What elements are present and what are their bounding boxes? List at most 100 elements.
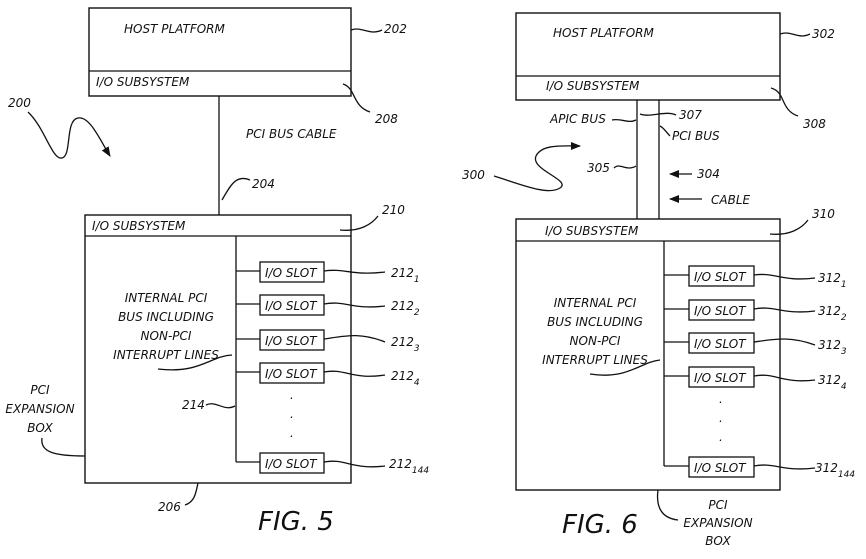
fig5-slot-label: I/O SLOT	[265, 367, 318, 381]
fig6-slot-label: I/O SLOT	[694, 461, 747, 475]
fig6-slot-label: I/O SLOT	[694, 270, 747, 284]
fig6-slot-3: I/O SLOT 3123	[664, 332, 847, 357]
fig5-slot-box	[259, 294, 325, 316]
fig6-expansion-io-ref: 310	[812, 207, 835, 221]
fig5-host-io-label: I/O SUBSYSTEM	[96, 75, 190, 89]
fig5-slot-ref: 212144	[389, 457, 429, 476]
fig5-host-platform-label: HOST PLATFORM	[124, 22, 226, 36]
fig6-internal-bus-line1: INTERNAL PCI	[554, 296, 637, 310]
fig5-ellipsis-dot: .	[290, 407, 294, 421]
fig6-slot-box	[688, 456, 755, 478]
fig5-expansion-box-ref: 206	[158, 500, 181, 514]
fig6-slot-ref: 3121	[818, 271, 847, 290]
fig6-cable-ref: 304	[697, 167, 720, 181]
fig6-slot-label: I/O SLOT	[694, 371, 747, 385]
fig5-slot-label: I/O SLOT	[265, 299, 318, 313]
fig6-ellipsis-dot: .	[719, 411, 723, 425]
fig5-internal-bus-ref-leader	[205, 403, 236, 409]
fig6-slot-box	[688, 366, 755, 388]
fig6-expansion-box-line1: PCI	[708, 498, 728, 512]
fig5-slot-label: I/O SLOT	[265, 457, 318, 471]
fig5-ellipsis-dot: .	[290, 426, 294, 440]
fig6-host-leader	[779, 32, 811, 37]
fig5-diagram-arrow	[27, 111, 111, 159]
fig6-expansion-io-leader	[769, 219, 809, 235]
fig6-apic-bus-ref: 307	[679, 108, 702, 122]
fig5-expansion-box-line3: BOX	[27, 421, 53, 435]
fig5-slot-box	[259, 261, 325, 283]
fig5-internal-bus-line3: NON-PCI	[141, 329, 192, 343]
fig6-internal-bus-leader	[589, 359, 661, 376]
fig6-apic-bus-leader	[611, 118, 637, 123]
fig5-internal-bus-ref: 214	[182, 398, 205, 412]
fig5-diagram-ref: 200	[8, 96, 31, 110]
fig5-slot-ref: 2123	[391, 335, 420, 354]
fig6-pci-bus-leader	[659, 125, 671, 137]
fig6-expansion-box-leader	[656, 489, 679, 521]
fig6-expansion-box-line3: BOX	[705, 534, 731, 548]
fig6-slot-box	[688, 299, 755, 321]
fig5-bus-cable-label: PCI BUS CABLE	[246, 127, 337, 141]
fig6-slot-ref: 3122	[818, 304, 847, 323]
fig5-slot-ref: 2124	[391, 369, 420, 388]
fig6-expansion-box-line2: EXPANSION	[683, 516, 752, 530]
fig6-expansion-box	[515, 218, 781, 491]
fig6-slot-box	[688, 265, 755, 287]
fig5-expansion-box-ref-leader	[184, 482, 199, 506]
fig5-expansion-io-label: I/O SUBSYSTEM	[92, 219, 186, 233]
fig6-internal-bus-line3: NON-PCI	[570, 334, 621, 348]
fig6-internal-bus-line2: BUS INCLUDING	[547, 315, 643, 329]
fig5-internal-bus-line2: BUS INCLUDING	[118, 310, 214, 324]
fig5-slot-4: I/O SLOT 2124	[236, 362, 420, 388]
fig5-slot-box	[259, 329, 325, 351]
fig5-internal-bus-line1: INTERNAL PCI	[125, 291, 208, 305]
fig6-apic-line-ref: 305	[587, 161, 610, 175]
fig5-slot-1: I/O SLOT 2121	[236, 261, 420, 285]
fig5-host-ref: 202	[384, 22, 407, 36]
fig6-apic-bus-ref-leader	[639, 112, 677, 116]
fig6-slot-1: I/O SLOT 3121	[664, 265, 847, 290]
fig6-slot-2: I/O SLOT 3122	[664, 299, 847, 323]
fig6-diagram-arrow	[493, 141, 581, 192]
fig6-slot-label: I/O SLOT	[694, 304, 747, 318]
fig5-slot-2: I/O SLOT 2122	[236, 294, 420, 318]
fig6-ellipsis-dot: .	[719, 392, 723, 406]
fig6-host-io-ref: 308	[803, 117, 826, 131]
fig6-cable-label: CABLE	[711, 193, 751, 207]
fig5-bus-cable-leader	[221, 177, 251, 201]
fig5-slot-label: I/O SLOT	[265, 334, 318, 348]
fig5-slot-144: I/O SLOT 212144	[236, 452, 429, 476]
fig6-slot-ref: 3123	[818, 338, 847, 357]
fig5-expansion-io-ref: 210	[382, 203, 405, 217]
fig5-host-platform-box	[88, 7, 352, 97]
fig5-internal-bus-leader	[157, 354, 233, 371]
fig5-expansion-box-line2: EXPANSION	[5, 402, 74, 416]
fig5-bus-cable-ref: 204	[252, 177, 275, 191]
fig5-expansion-io-leader	[339, 215, 379, 231]
fig6-slot-box	[688, 332, 755, 354]
fig5-slot-box	[259, 452, 325, 474]
fig5-slot-box	[259, 362, 325, 384]
fig6-slot-144: I/O SLOT 312144	[664, 456, 855, 480]
fig6-pci-bus-label: PCI BUS	[672, 129, 720, 143]
fig5-caption: FIG. 5	[258, 507, 334, 537]
fig6-slot-label: I/O SLOT	[694, 337, 747, 351]
fig6-caption: FIG. 6	[562, 510, 638, 540]
fig5-expansion-box-leader	[41, 437, 86, 457]
fig6-apic-bus-label: APIC BUS	[549, 112, 606, 126]
fig6-diagram-ref: 300	[462, 168, 485, 182]
fig6-slot-ref: 312144	[815, 461, 855, 480]
fig6-host-platform-label: HOST PLATFORM	[553, 26, 655, 40]
fig6-host-io-leader	[770, 87, 799, 117]
fig6-host-platform-box	[515, 12, 781, 101]
fig5-host-io-ref: 208	[375, 112, 398, 126]
fig6: HOST PLATFORM I/O SUBSYSTEM 302 308 APIC…	[462, 12, 855, 548]
fig5-slot-ref: 2122	[391, 299, 420, 318]
fig6-slot-4: I/O SLOT 3124	[664, 366, 847, 392]
fig6-expansion-io-label: I/O SUBSYSTEM	[545, 224, 639, 238]
fig6-host-ref: 302	[812, 27, 835, 41]
fig5-host-io-leader	[342, 83, 371, 113]
fig6-apic-line-leader	[613, 165, 637, 169]
